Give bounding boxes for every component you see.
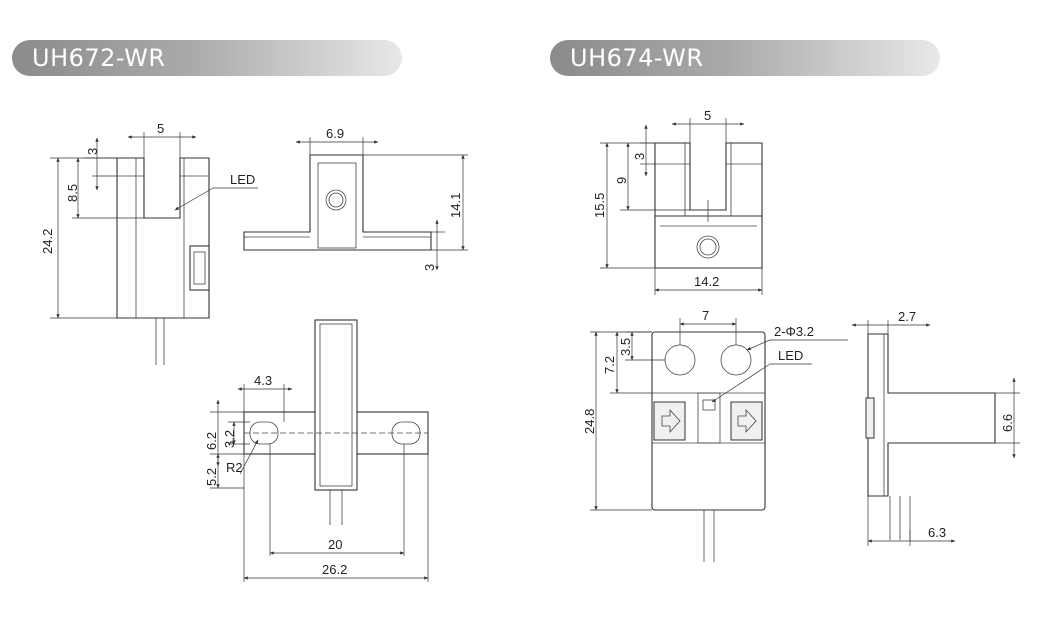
- uh672-bottom-hole-pitch: 20: [328, 537, 342, 552]
- uh674-front-view: 5 3 9 15.5 14.2: [592, 108, 763, 295]
- uh674-front-slot-top: 3: [632, 153, 647, 160]
- uh674-front-slot-width: 5: [704, 108, 711, 123]
- uh672-side-flange: 3: [422, 264, 437, 271]
- uh674-front-height: 15.5: [592, 193, 607, 218]
- uh672-bottom-hole-width: 4.3: [254, 373, 272, 388]
- uh674-led-label: LED: [778, 348, 803, 363]
- uh672-bottom-offset: 5.2: [204, 468, 219, 486]
- uh672-side-view: 6.9 14.1 3: [243, 126, 468, 271]
- uh674-side-top-width: 2.7: [898, 309, 916, 324]
- uh672-bottom-flange-height: 6.2: [204, 432, 219, 450]
- uh672-side-height: 14.1: [448, 193, 463, 218]
- uh672-front-slot-top: 3: [85, 148, 100, 155]
- uh674-side-flange-height: 6.6: [1000, 414, 1015, 432]
- uh672-front-view: 5 3 8.5 24.2 LED: [40, 121, 258, 365]
- uh674-front-width: 14.2: [694, 274, 719, 289]
- uh672-front-slot-width: 5: [157, 121, 164, 136]
- uh674-top-hole-row: 7.2: [602, 356, 617, 374]
- uh674-side-view: 2.7 6.6 6.3: [851, 309, 1020, 546]
- uh672-side-width: 6.9: [326, 126, 344, 141]
- uh672-led-label: LED: [230, 172, 255, 187]
- uh674-front-slot-depth: 9: [614, 177, 629, 184]
- title-uh674-wr: UH674-WR: [550, 40, 940, 76]
- uh672-bottom-hole-height: 3.2: [222, 430, 237, 448]
- uh672-bottom-total-width: 26.2: [322, 562, 347, 577]
- uh674-top-hole-pitch: 7: [702, 308, 709, 323]
- uh672-front-height: 24.2: [40, 229, 55, 254]
- title-uh672-wr: UH672-WR: [12, 40, 402, 76]
- uh672-front-slot-depth: 8.5: [65, 184, 80, 202]
- uh674-top-height: 24.8: [582, 409, 597, 434]
- uh674-side-pin-width: 6.3: [928, 525, 946, 540]
- uh674-top-view: 7 2-Φ3.2 3.5 7.2 24.8 LED: [582, 308, 848, 562]
- uh674-top-hole-offset: 3.5: [618, 338, 633, 356]
- uh672-bottom-radius: R2: [226, 460, 243, 475]
- uh672-bottom-view: 4.3 6.2 3.2 5.2 R2 20 26.2: [204, 319, 429, 582]
- uh674-top-holes: 2-Φ3.2: [774, 324, 814, 339]
